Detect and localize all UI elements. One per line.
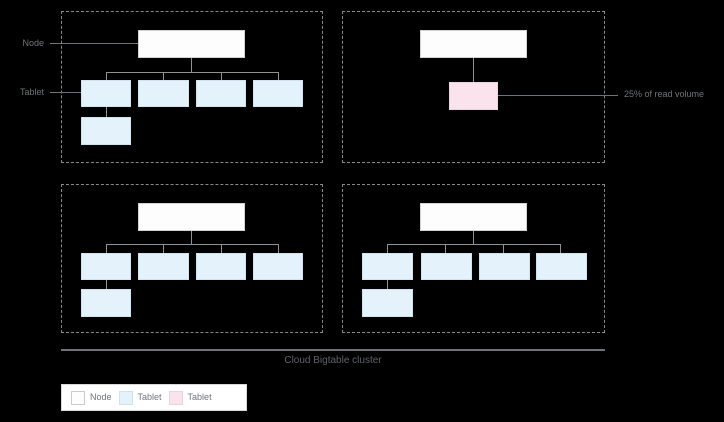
legend-item-hot-tablet: Tablet <box>168 390 212 405</box>
tree-connector-vertical <box>445 244 446 253</box>
tree-connector-horizontal <box>106 72 278 73</box>
legend-swatch-tablet <box>118 390 133 405</box>
tablet-annotation-label: Tablet <box>19 87 44 97</box>
tree-connector-vertical <box>560 244 561 253</box>
cluster-bracket-line <box>61 349 605 351</box>
tablet-box <box>362 289 413 317</box>
hot-tablet-annotation-label: 25% of read volume <box>624 89 705 99</box>
node-group-bottom-right <box>342 184 605 333</box>
tablet-box <box>196 80 246 107</box>
tree-connector-vertical <box>278 72 279 80</box>
hot-tablet-box <box>449 82 498 110</box>
tree-connector-vertical <box>221 72 222 80</box>
legend-swatch-node <box>71 390 85 405</box>
tree-connector-vertical <box>278 244 279 253</box>
node-box <box>138 30 245 58</box>
tree-connector-vertical <box>106 280 107 289</box>
tablet-box <box>421 253 472 280</box>
tree-connector-vertical <box>473 58 474 82</box>
legend: Node Tablet Tablet <box>61 384 247 411</box>
legend-label-node: Node <box>90 392 112 402</box>
tablet-box <box>81 80 131 107</box>
tree-connector-vertical <box>191 231 192 244</box>
legend-item-tablet: Tablet <box>118 390 162 405</box>
node-box <box>420 203 527 231</box>
tablet-box <box>138 80 189 107</box>
node-annotation-leader <box>50 43 138 44</box>
legend-swatch-hot-tablet <box>168 390 183 405</box>
tablet-box <box>81 289 131 317</box>
tree-connector-vertical <box>106 244 107 253</box>
tablet-box <box>196 253 246 280</box>
tree-connector-horizontal <box>387 244 560 245</box>
tablet-box <box>81 117 131 145</box>
tablet-box <box>536 253 587 280</box>
tree-connector-vertical <box>503 244 504 253</box>
tablet-box <box>253 253 303 280</box>
tablet-box <box>81 253 131 280</box>
tree-connector-vertical <box>191 58 192 72</box>
node-box <box>138 203 245 231</box>
node-annotation-label: Node <box>22 38 44 48</box>
tablet-box <box>138 253 189 280</box>
tree-connector-vertical <box>163 244 164 253</box>
node-group-top-left <box>61 11 323 163</box>
cluster-label: Cloud Bigtable cluster <box>284 355 382 366</box>
tree-connector-horizontal <box>106 244 278 245</box>
tree-connector-vertical <box>163 72 164 80</box>
node-group-bottom-left <box>61 184 323 333</box>
node-group-top-right <box>342 11 605 163</box>
tree-connector-vertical <box>106 107 107 117</box>
hot-tablet-annotation-leader <box>498 95 618 96</box>
node-box <box>420 30 527 58</box>
tree-connector-vertical <box>106 72 107 80</box>
tablet-box <box>362 253 413 280</box>
tree-connector-vertical <box>387 280 388 289</box>
legend-label-tablet: Tablet <box>137 392 162 402</box>
legend-label-hot-tablet: Tablet <box>187 392 212 402</box>
tablet-box <box>253 80 303 107</box>
tablet-annotation-leader <box>50 92 81 93</box>
tablet-box <box>479 253 530 280</box>
tree-connector-vertical <box>387 244 388 253</box>
tree-connector-vertical <box>473 231 474 244</box>
legend-item-node: Node <box>71 390 112 405</box>
tree-connector-vertical <box>221 244 222 253</box>
